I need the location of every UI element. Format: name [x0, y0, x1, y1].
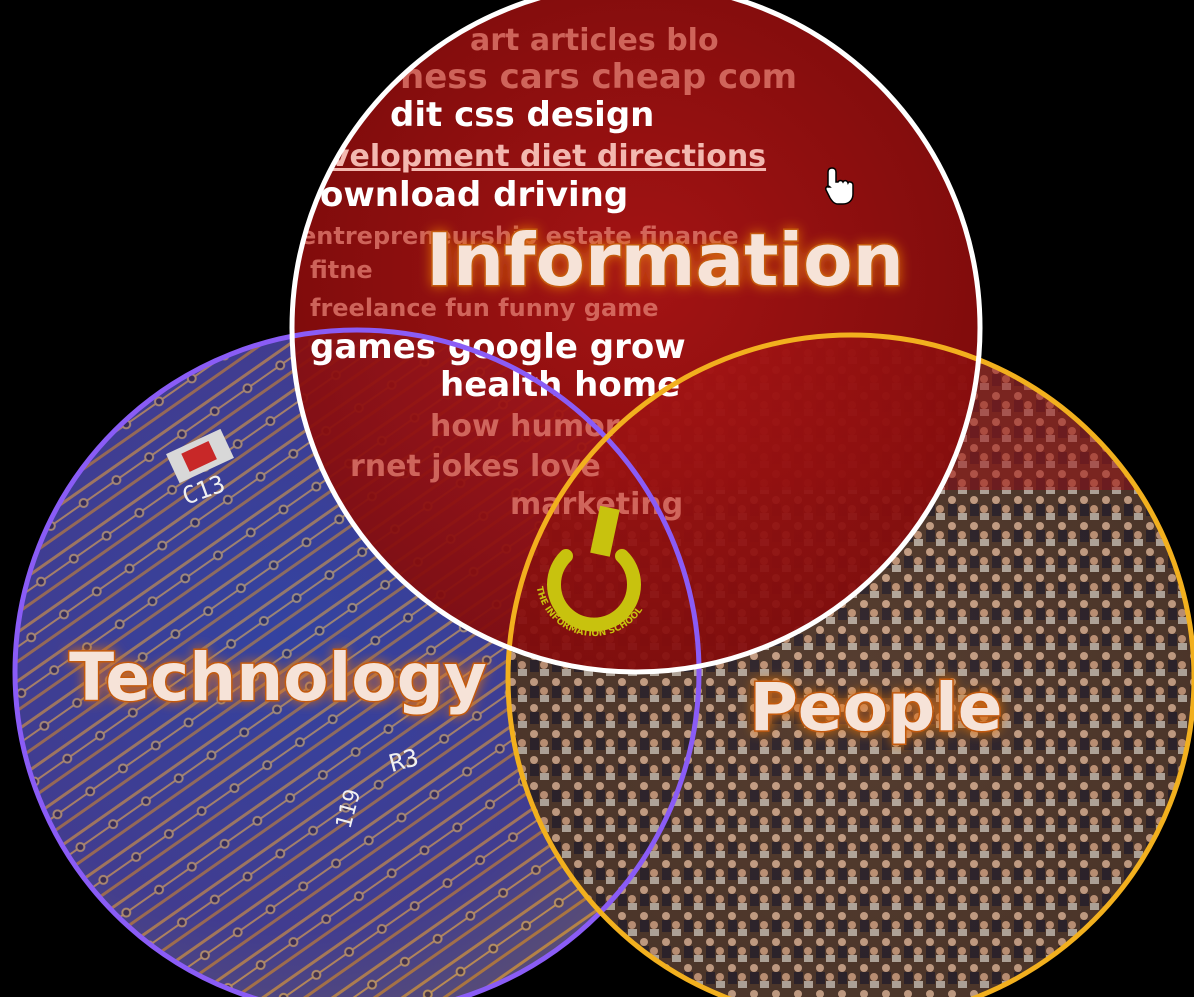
people-border	[505, 332, 1194, 997]
information-border	[289, 0, 983, 675]
word-cloud-line: ness cars cheap com	[400, 57, 797, 97]
word-cloud-line: dit css design	[390, 95, 654, 135]
word-cloud-line: how humor	[430, 409, 620, 444]
word-cloud-line: velopment diet directions	[330, 139, 766, 174]
word-cloud-line: rnet jokes love	[350, 449, 601, 484]
word-cloud-line: art articles blo	[470, 23, 719, 58]
technology-label: Technology	[69, 639, 487, 716]
word-cloud-line: entrepreneurship estate finance	[300, 222, 739, 250]
hand-pointer-icon	[825, 167, 854, 205]
word-cloud-line: freelance fun funny game	[310, 294, 659, 322]
word-cloud-line: ownload driving	[320, 175, 628, 215]
word-cloud-line: fitne	[310, 256, 373, 284]
people-label: People	[749, 669, 1002, 746]
technology-border	[12, 327, 702, 997]
power-icon	[547, 505, 641, 632]
information-label: Information	[426, 218, 904, 302]
